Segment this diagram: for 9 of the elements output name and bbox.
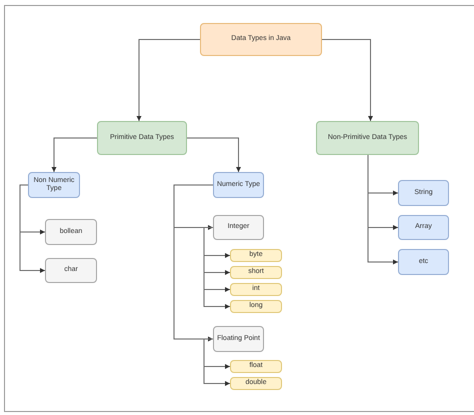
connector-arrow xyxy=(52,138,98,172)
connector-arrow xyxy=(136,39,200,122)
connector-arrow xyxy=(186,138,241,172)
connector-arrow xyxy=(20,184,46,273)
connector-arrow xyxy=(204,338,230,386)
connector-arrow xyxy=(174,184,214,342)
connector-arrow xyxy=(322,39,373,122)
connector-arrow xyxy=(204,227,230,309)
connector-arrow xyxy=(368,154,398,264)
